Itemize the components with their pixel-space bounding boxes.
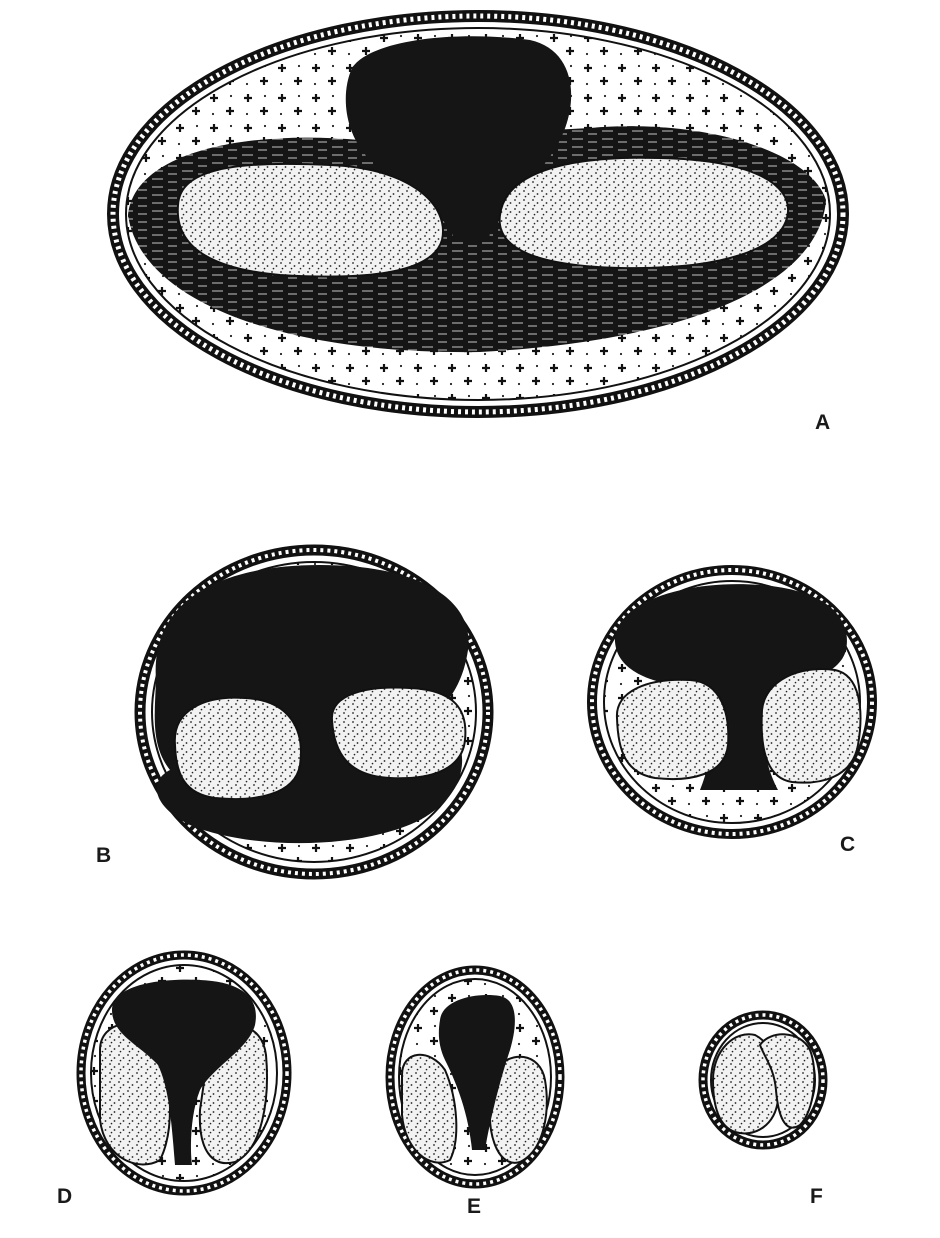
panel-a-section <box>113 16 843 412</box>
panel-a-right-cavity <box>500 158 788 268</box>
panel-b-left-cavity <box>175 698 301 799</box>
panel-b-right-cavity <box>332 687 465 778</box>
panel-f-section <box>703 1015 823 1145</box>
panel-label-c: C <box>840 834 855 855</box>
panel-label-f: F <box>810 1186 823 1207</box>
panel-label-b: B <box>96 845 111 866</box>
panel-c-left-cavity <box>617 680 728 779</box>
panel-a-left-cavity <box>178 164 443 277</box>
panel-label-e: E <box>467 1196 481 1217</box>
panel-c-right-cavity <box>762 669 861 783</box>
panel-d-section <box>81 955 287 1191</box>
panel-e-section <box>390 970 560 1184</box>
panel-label-a: A <box>815 412 830 433</box>
panel-c-section <box>592 570 872 834</box>
panel-b-section <box>140 550 488 874</box>
panel-label-d: D <box>57 1186 72 1207</box>
